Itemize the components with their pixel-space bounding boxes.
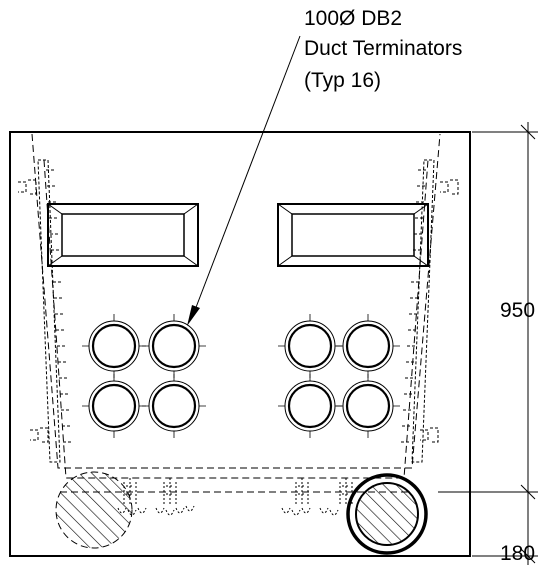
duct-terminator-7 — [278, 374, 342, 438]
duct-terminator-3 — [82, 374, 146, 438]
callout-text-line-2: Duct Terminators — [304, 37, 463, 60]
cable-fittings — [117, 478, 353, 516]
callout-text-line-1: 100Ø DB2 — [304, 7, 403, 30]
bottom-pipe — [55, 471, 412, 549]
left-step-irons — [18, 159, 71, 463]
duct-terminator-4 — [142, 374, 206, 438]
large-conduit-entry — [346, 473, 428, 555]
inner-pit-dashed-offset — [43, 159, 429, 479]
duct-terminator-5 — [278, 314, 342, 378]
duct-terminator-6 — [336, 314, 400, 378]
callout-text-line-3: (Typ 16) — [304, 69, 382, 92]
duct-terminators — [82, 314, 400, 438]
duct-terminator-8 — [336, 374, 400, 438]
right-step-irons — [401, 159, 459, 463]
duct-terminator-2 — [142, 314, 206, 378]
duct-terminator-1 — [82, 314, 146, 378]
left-recess-panel — [47, 203, 199, 267]
dimension-lines — [438, 122, 538, 565]
pit-outline — [9, 131, 471, 557]
callout-leader — [187, 35, 301, 326]
right-recess-panel — [277, 203, 429, 267]
dimension-label-950: 950 — [500, 299, 536, 322]
inner-pit-dashed-outline — [31, 133, 441, 469]
dimension-label-180: 180 — [500, 542, 536, 565]
